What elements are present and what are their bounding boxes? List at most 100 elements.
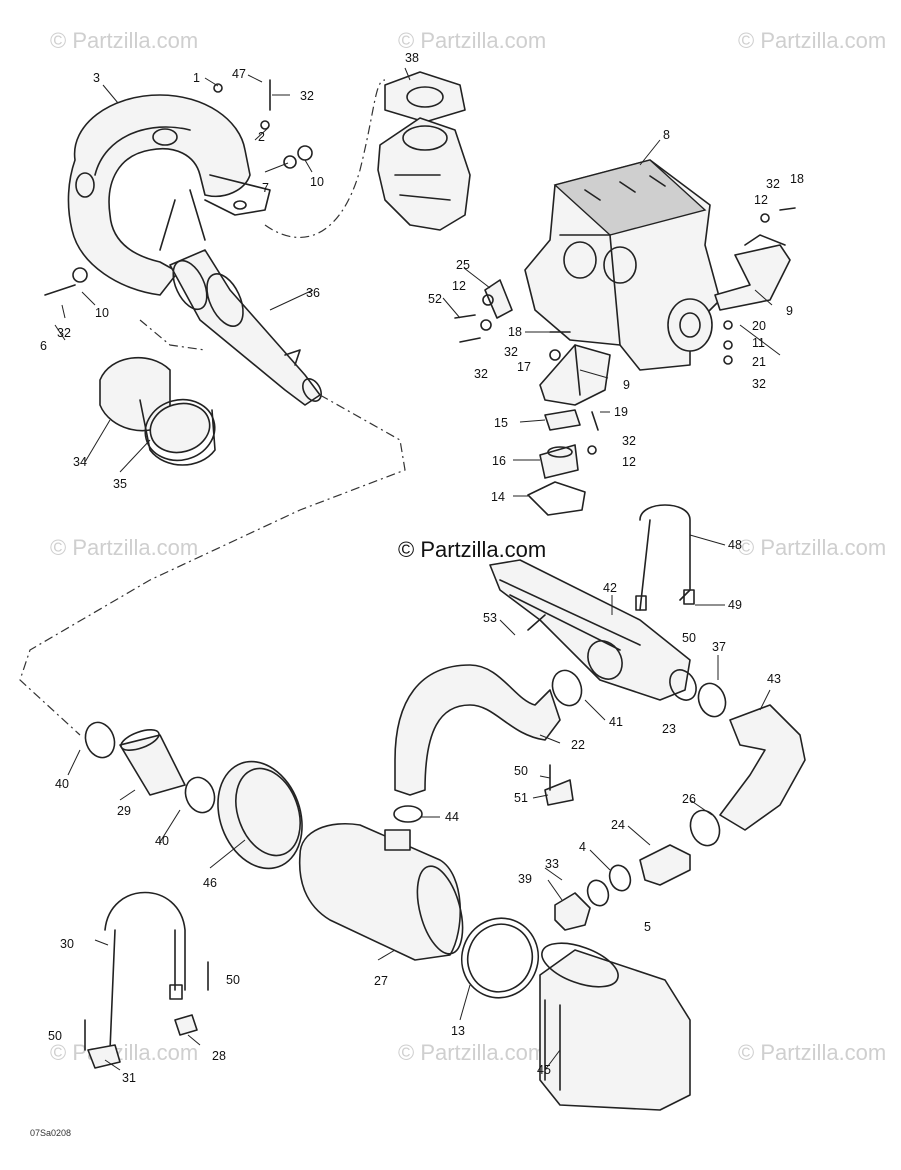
figure-code: 07Sa0208 — [30, 1128, 71, 1138]
callout-50-upper: 50 — [682, 631, 696, 645]
callout-38: 38 — [405, 51, 419, 65]
watermark: © Partzilla.com — [50, 535, 198, 560]
callout-29: 29 — [117, 804, 131, 818]
callout-53: 53 — [483, 611, 497, 625]
callout-15: 15 — [494, 416, 508, 430]
callout-50-center: 50 — [514, 764, 528, 778]
watermark: © Partzilla.com — [398, 1040, 546, 1065]
callout-labels: 1 2 3 4 5 6 7 8 9 9 10 10 11 12 12 12 13… — [40, 51, 804, 1085]
callout-9-center: 9 — [623, 378, 630, 392]
callout-30: 30 — [60, 937, 74, 951]
callout-42: 42 — [603, 581, 617, 595]
callout-27: 27 — [374, 974, 388, 988]
hose-part-43 — [719, 704, 806, 831]
manifold-part-38 — [377, 71, 471, 231]
callout-35: 35 — [113, 477, 127, 491]
bracket-part-25 — [484, 279, 513, 319]
watermark: © Partzilla.com — [50, 28, 198, 53]
tube-part-42 — [489, 559, 697, 701]
callout-7: 7 — [262, 181, 269, 195]
callout-26: 26 — [682, 792, 696, 806]
ring-part-46 — [217, 760, 303, 870]
callout-48: 48 — [728, 538, 742, 552]
callout-21: 21 — [752, 355, 766, 369]
routing-lines — [19, 79, 406, 736]
callout-22: 22 — [571, 738, 585, 752]
callout-17: 17 — [517, 360, 531, 374]
callout-32-lower-right: 32 — [752, 377, 766, 391]
muffler-part-27 — [298, 823, 464, 961]
callout-49: 49 — [728, 598, 742, 612]
callout-8: 8 — [663, 128, 670, 142]
clamps — [84, 669, 727, 847]
callout-14: 14 — [491, 490, 505, 504]
band-part-13 — [460, 917, 540, 999]
callout-31: 31 — [122, 1071, 136, 1085]
cone-part-36 — [169, 249, 322, 406]
callout-47: 47 — [232, 67, 246, 81]
callout-52: 52 — [428, 292, 442, 306]
callout-12-lower: 12 — [622, 455, 636, 469]
callout-32-top: 32 — [300, 89, 314, 103]
callout-41: 41 — [609, 715, 623, 729]
callout-44: 44 — [445, 810, 459, 824]
callout-6: 6 — [40, 339, 47, 353]
callout-23: 23 — [662, 722, 676, 736]
callout-18-right: 18 — [790, 172, 804, 186]
callout-39: 39 — [518, 872, 532, 886]
callout-18-center: 18 — [508, 325, 522, 339]
callout-24: 24 — [611, 818, 625, 832]
hose-part-22 — [394, 664, 561, 796]
callout-12-left: 12 — [452, 279, 466, 293]
callout-2: 2 — [258, 130, 265, 144]
callout-32-upper-right: 32 — [766, 177, 780, 191]
strap-part-30 — [87, 891, 198, 1069]
callout-32-center: 32 — [504, 345, 518, 359]
callout-5: 5 — [644, 920, 651, 934]
fittings-parts-4-24-33-39 — [554, 844, 691, 931]
callout-43: 43 — [767, 672, 781, 686]
callout-10-lower: 10 — [95, 306, 109, 320]
engine-part-8 — [524, 159, 721, 371]
callout-25: 25 — [456, 258, 470, 272]
callout-36: 36 — [306, 286, 320, 300]
callout-28: 28 — [212, 1049, 226, 1063]
callout-37: 37 — [712, 640, 726, 654]
engine-mount-center-part-9 — [539, 344, 611, 406]
callout-46: 46 — [203, 876, 217, 890]
callout-1: 1 — [193, 71, 200, 85]
leader-lines — [54, 67, 781, 1071]
water-box-part-45 — [539, 942, 691, 1111]
callout-33: 33 — [545, 857, 559, 871]
strap-part-48 — [635, 504, 695, 611]
watermark: © Partzilla.com — [738, 535, 886, 560]
callout-32-left: 32 — [57, 326, 71, 340]
callout-9-right: 9 — [786, 304, 793, 318]
watermark: © Partzilla.com — [50, 1040, 198, 1065]
mount-stack-parts-14-16 — [527, 409, 586, 516]
callout-32-mount: 32 — [622, 434, 636, 448]
callout-19: 19 — [614, 405, 628, 419]
callout-32-low: 32 — [474, 367, 488, 381]
bracket-part-51 — [544, 779, 574, 806]
sleeve-part-29 — [119, 729, 186, 796]
watermarks: © Partzilla.com © Partzilla.com © Partzi… — [50, 28, 886, 1065]
callout-40-lower: 40 — [155, 834, 169, 848]
watermark: © Partzilla.com — [398, 28, 546, 53]
callout-40-upper: 40 — [55, 777, 69, 791]
clamp-sleeve-part-34-35 — [99, 356, 216, 466]
tuned-pipe-part-3 — [67, 94, 271, 296]
callout-50-right: 50 — [226, 973, 240, 987]
callout-50-left: 50 — [48, 1029, 62, 1043]
callout-3: 3 — [93, 71, 100, 85]
callout-12-right: 12 — [754, 193, 768, 207]
callout-13: 13 — [451, 1024, 465, 1038]
callout-10-upper: 10 — [310, 175, 324, 189]
watermark-center: © Partzilla.com — [398, 537, 546, 562]
callout-34: 34 — [73, 455, 87, 469]
watermark: © Partzilla.com — [738, 28, 886, 53]
callout-45: 45 — [537, 1063, 551, 1077]
callout-11: 11 — [752, 336, 765, 350]
